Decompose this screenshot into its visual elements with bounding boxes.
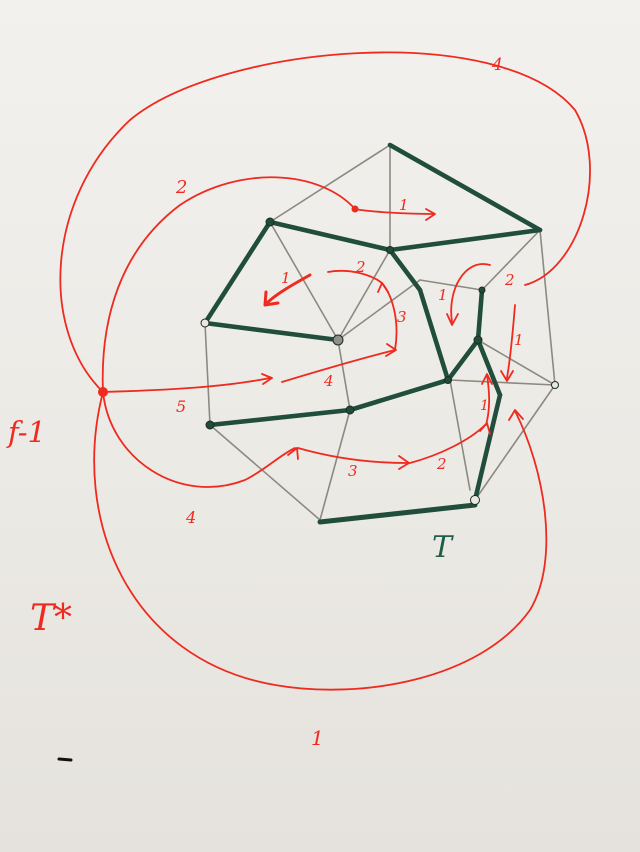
graph-edge bbox=[449, 379, 556, 386]
arrowhead bbox=[508, 409, 524, 421]
arrowhead bbox=[500, 370, 514, 382]
edge-weight-label: 1 bbox=[311, 726, 324, 750]
edge-weight-label: 3 bbox=[348, 462, 358, 480]
graph-edge bbox=[481, 229, 541, 291]
arrowhead bbox=[385, 343, 397, 357]
arrowhead bbox=[479, 422, 491, 435]
graph-vertex bbox=[386, 246, 394, 254]
graph-vertex bbox=[470, 495, 480, 505]
arrowhead bbox=[377, 282, 389, 293]
dual-path bbox=[266, 273, 312, 304]
tree-edge bbox=[387, 227, 543, 253]
graph-edge bbox=[474, 384, 556, 501]
tree-edge bbox=[202, 219, 273, 326]
tree-edge bbox=[417, 287, 451, 383]
dual-root-vertex bbox=[98, 387, 108, 397]
dual-path bbox=[354, 208, 434, 215]
graph-vertex bbox=[551, 381, 559, 389]
dual-path bbox=[59, 51, 591, 393]
tree-edge bbox=[202, 320, 341, 343]
graph-edge bbox=[477, 339, 556, 386]
arrowhead bbox=[398, 455, 410, 470]
arrowhead bbox=[425, 208, 436, 221]
tree-edge bbox=[445, 337, 481, 383]
graph-vertex bbox=[473, 335, 483, 345]
pencil-mark bbox=[57, 757, 73, 762]
graph-edge bbox=[209, 424, 321, 521]
arrowhead bbox=[481, 373, 493, 385]
dual-path bbox=[381, 282, 398, 351]
graph-edge bbox=[337, 249, 391, 341]
graph-vertex bbox=[200, 318, 210, 328]
tree-edge bbox=[475, 287, 485, 343]
graph-edge bbox=[204, 322, 211, 426]
dual-path bbox=[281, 349, 396, 383]
edge-weight-label: 4 bbox=[491, 55, 503, 75]
tree-edge bbox=[207, 407, 353, 428]
dual-path bbox=[101, 176, 356, 393]
edge-weight-label: 1 bbox=[480, 398, 489, 414]
dual-path bbox=[450, 263, 491, 323]
edge-weight-label: 4 bbox=[323, 372, 334, 390]
edge-weight-label: 1 bbox=[438, 286, 448, 304]
graph-edge bbox=[337, 279, 421, 341]
graph-vertex bbox=[478, 286, 486, 294]
arrowhead bbox=[263, 290, 280, 307]
primal-tree-label: T bbox=[432, 530, 454, 565]
dual-path bbox=[297, 447, 408, 464]
arrowhead bbox=[446, 313, 459, 326]
arrowhead bbox=[287, 447, 299, 460]
dual-path bbox=[485, 374, 491, 426]
edge-weight-label: 2 bbox=[504, 271, 515, 289]
graph-vertex bbox=[265, 217, 275, 227]
edge-weight-label: 1 bbox=[514, 331, 524, 349]
graph-vertex bbox=[345, 405, 355, 415]
graph-edge bbox=[449, 379, 471, 491]
edge-weight-label: 5 bbox=[176, 397, 186, 416]
graph-edge bbox=[319, 409, 351, 521]
arrowhead bbox=[261, 373, 273, 385]
dual-path bbox=[102, 377, 271, 393]
dual-path bbox=[506, 304, 516, 379]
dual-path bbox=[327, 270, 383, 284]
edge-weight-label: 1 bbox=[281, 269, 291, 287]
dual-vertex-label: f-1 bbox=[6, 415, 46, 449]
tree-edge bbox=[387, 247, 423, 293]
edge-weight-label: 2 bbox=[175, 177, 187, 198]
edge-weight-label: 1 bbox=[399, 196, 409, 214]
tree-edge bbox=[472, 392, 503, 503]
graph-edge bbox=[419, 279, 483, 291]
edge-weight-label: 4 bbox=[185, 508, 196, 527]
graph-edge bbox=[539, 229, 556, 386]
dual-path bbox=[102, 391, 296, 488]
edge-weight-label: 2 bbox=[436, 455, 447, 473]
graph-vertex bbox=[205, 420, 215, 430]
edge-weight-label: 2 bbox=[355, 258, 366, 276]
edge-weight-label: 3 bbox=[397, 308, 407, 326]
tree-edge bbox=[387, 142, 543, 233]
tree-edge bbox=[317, 502, 478, 525]
graph-edge bbox=[337, 339, 351, 411]
tree-edge bbox=[267, 219, 393, 253]
graph-edge bbox=[269, 221, 339, 341]
graph-vertex bbox=[332, 334, 344, 346]
tree-edge bbox=[475, 337, 503, 398]
dual-path bbox=[409, 424, 486, 464]
graph-vertex bbox=[444, 376, 452, 384]
tree-edge bbox=[347, 377, 451, 413]
graph-edge bbox=[269, 144, 391, 223]
dual-path bbox=[93, 391, 548, 691]
dual-tree-label: T* bbox=[30, 598, 72, 639]
dual-vertex bbox=[351, 205, 359, 213]
